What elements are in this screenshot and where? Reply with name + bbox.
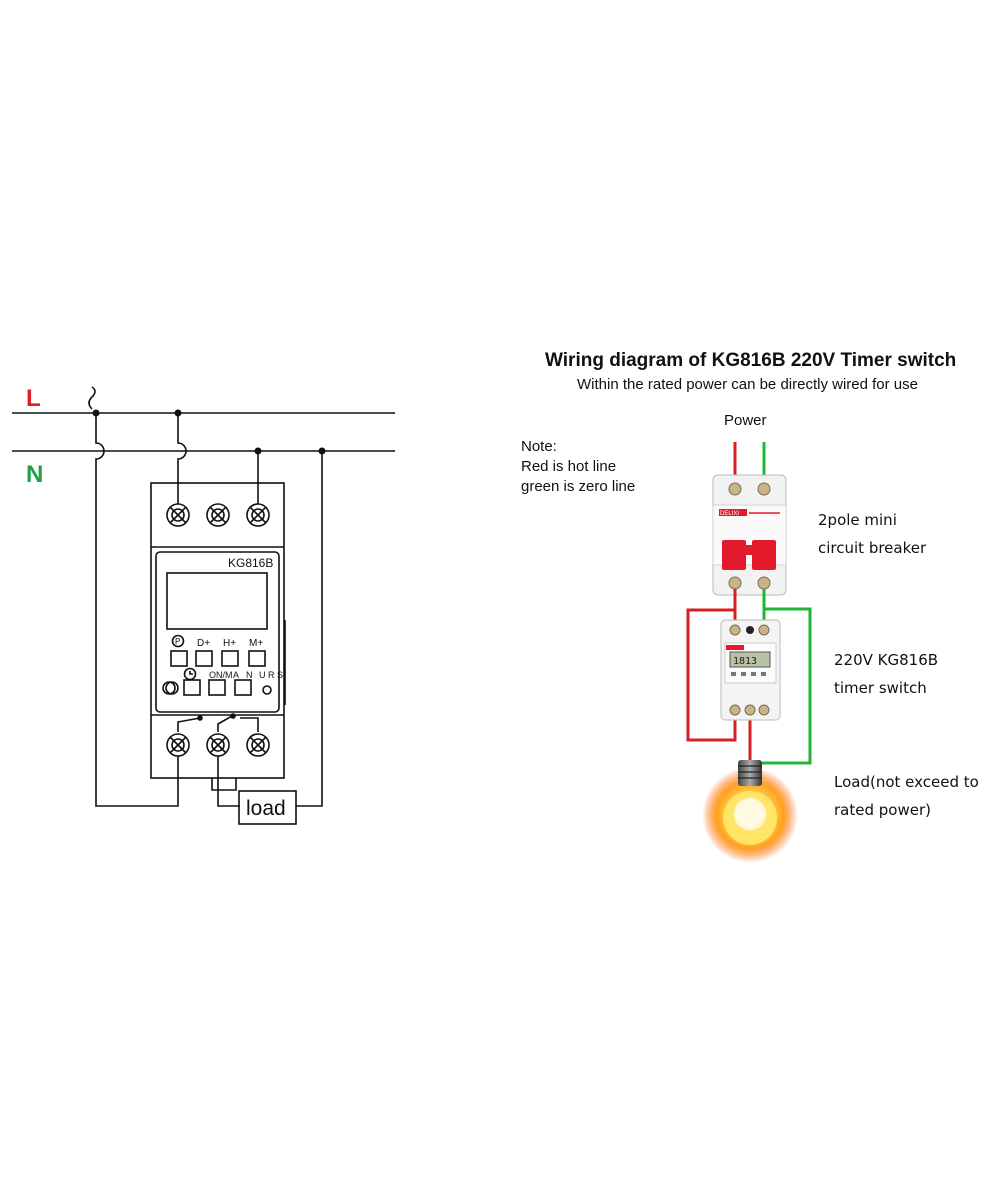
diagram-title: Wiring diagram of KG816B 220V Timer swit… [545,350,957,371]
terminal-top-2 [206,503,230,527]
button-label-a: A [233,670,239,680]
wire-left-feed [95,413,179,807]
diagram-subtitle: Within the rated power can be directly w… [577,376,918,393]
red-wire-loop [686,589,737,742]
button-label-h: H+ [223,638,236,649]
load-note-line: rated power) [834,801,931,819]
terminal-bottom-2 [206,733,230,757]
line-n-label: N [26,461,43,488]
button-label-d: D+ [197,638,210,649]
load-note-line: Load(not exceed to [834,773,979,791]
button-label-m: M+ [249,638,263,649]
clock-symbol-p: P [175,637,180,646]
line-l-label: L [26,385,41,412]
button-label-n: N [246,670,253,680]
timer-label-line: 220V KG816B [834,651,939,669]
breaker-label: 2pole mini circuit breaker [818,506,926,562]
button-label-onm: ON/M [209,670,233,680]
model-label: KG816B [228,556,273,570]
wire-l-terminal1 [177,413,187,504]
button-label-r: R [268,670,275,680]
svg-text:DELIXI: DELIXI [720,511,739,517]
wire-n-load [296,451,323,807]
terminal-bottom-1 [166,733,190,757]
note-line: Red is hot line [521,458,617,475]
wire-output-load [217,756,240,807]
load-note-label: Load(not exceed to rated power) [834,768,979,824]
bracket-mark [88,386,96,410]
button-label-u: U [259,670,266,680]
timer-display [166,572,268,630]
load-box [238,790,297,825]
power-label: Power [724,412,767,429]
load-text: load [246,797,286,820]
timer-front-panel [155,551,280,713]
timer-switch-device: 1813 [720,619,781,721]
timer-switch-label: 220V KG816B timer switch [834,646,938,702]
note-line: green is zero line [521,478,636,495]
wiring-note: Note: Red is hot line green is zero line [521,437,635,497]
green-wire [762,589,812,765]
breaker-label-line: 2pole mini [818,511,897,529]
terminal-bottom-3 [246,733,270,757]
light-bulb-icon [702,760,798,863]
svg-text:1813: 1813 [733,656,757,667]
circuit-breaker: DELIXI [712,474,787,596]
breaker-label-line: circuit breaker [818,539,927,557]
terminal-top-3 [246,503,270,527]
timer-label-line: timer switch [834,679,927,697]
button-label-s: S [277,670,283,680]
timer-body [150,482,285,779]
terminal-top-1 [166,503,190,527]
note-line: Note: [521,438,557,455]
